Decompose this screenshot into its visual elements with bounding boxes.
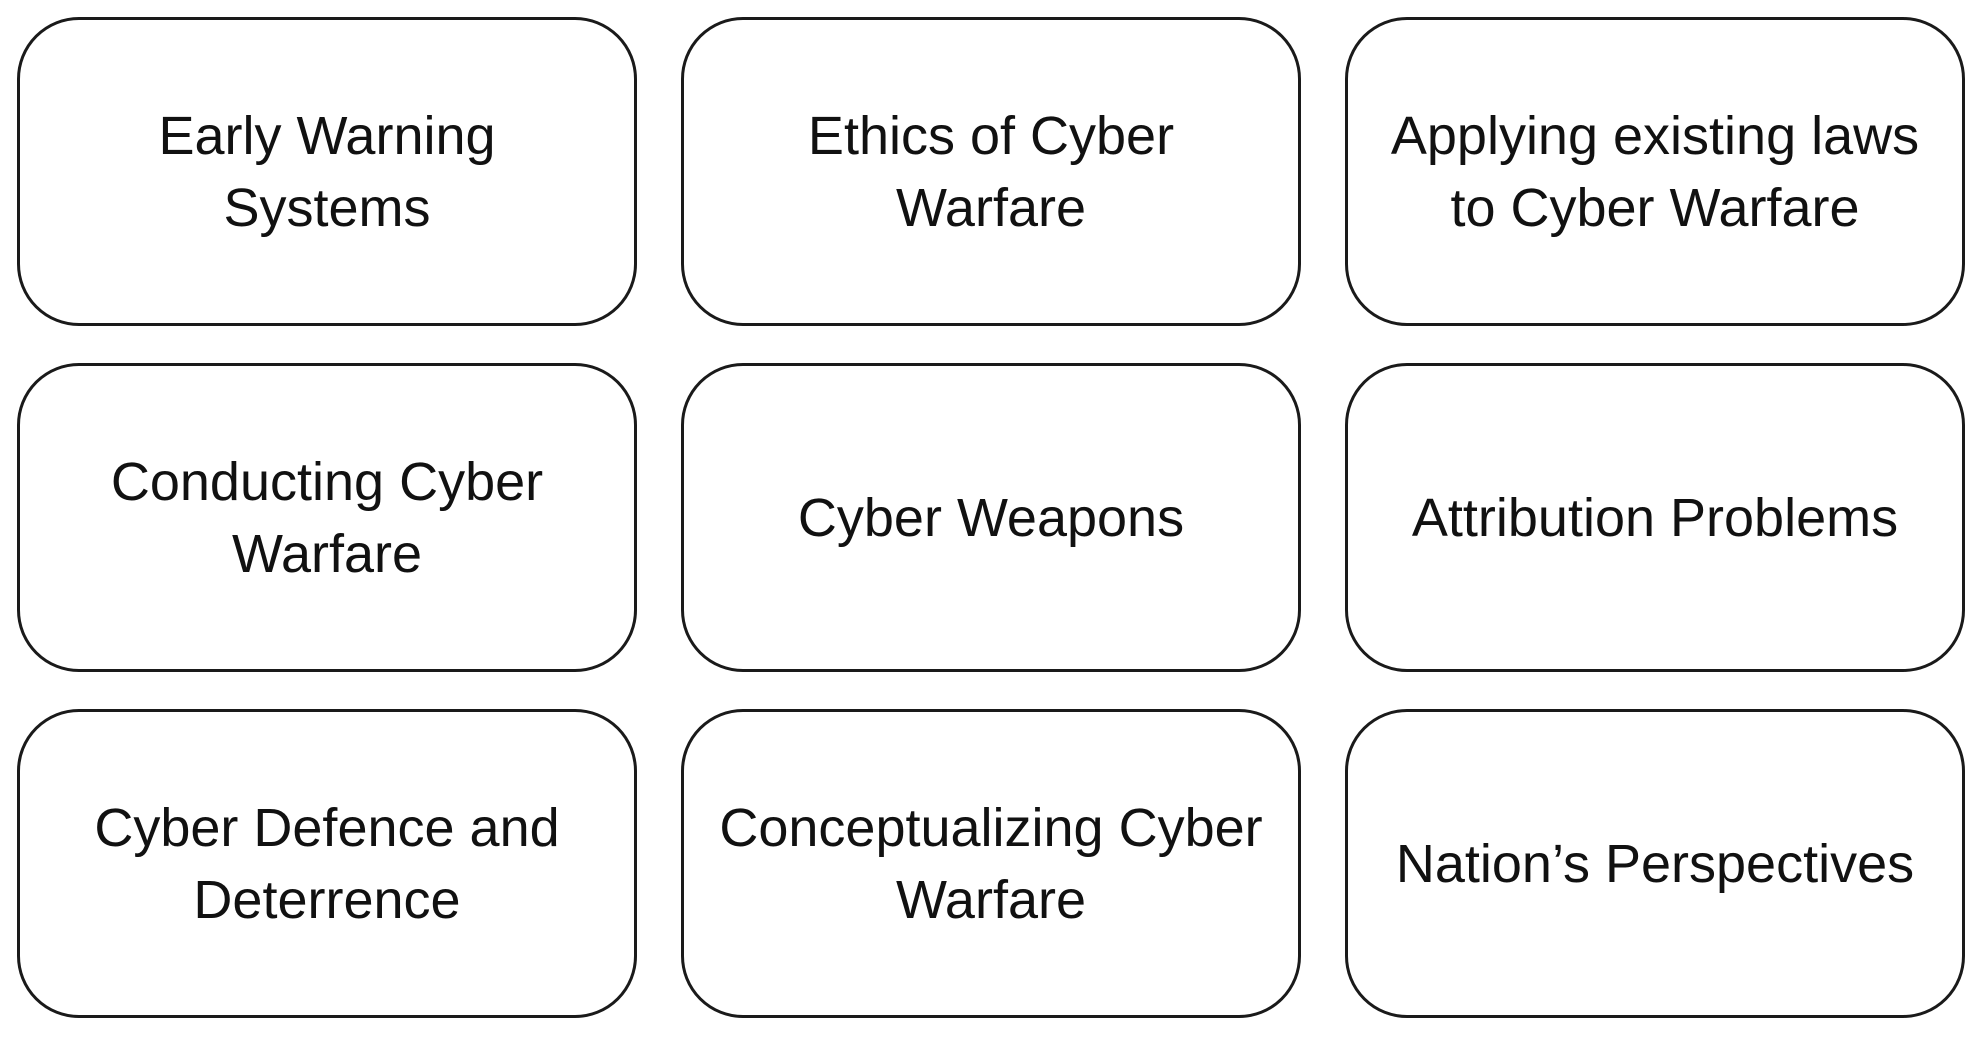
topic-label: Conceptualizing Cyber Warfare <box>719 797 1263 930</box>
topic-label: Ethics of Cyber Warfare <box>807 105 1175 238</box>
topic-label: Conducting Cyber Warfare <box>110 451 544 584</box>
topic-label: Attribution Problems <box>1411 487 1899 548</box>
topic-label: Cyber Defence and Deterrence <box>94 797 560 930</box>
topic-box-nations-perspectives: Nation’s Perspectives <box>1345 709 1965 1018</box>
topic-box-conceptualizing-cyber-warfare: Conceptualizing Cyber Warfare <box>681 709 1301 1018</box>
topic-grid: Early Warning Systems Ethics of Cyber Wa… <box>17 17 1965 1020</box>
topic-label: Early Warning Systems <box>158 105 496 238</box>
topic-box-attribution-problems: Attribution Problems <box>1345 363 1965 672</box>
topic-label: Applying existing laws to Cyber Warfare <box>1390 105 1920 238</box>
topic-label: Cyber Weapons <box>797 487 1185 548</box>
topic-box-early-warning-systems: Early Warning Systems <box>17 17 637 326</box>
topic-box-conducting-cyber-warfare: Conducting Cyber Warfare <box>17 363 637 672</box>
topic-label: Nation’s Perspectives <box>1395 833 1915 894</box>
topic-box-cyber-weapons: Cyber Weapons <box>681 363 1301 672</box>
topic-box-applying-existing-laws: Applying existing laws to Cyber Warfare <box>1345 17 1965 326</box>
topic-box-ethics-of-cyber-warfare: Ethics of Cyber Warfare <box>681 17 1301 326</box>
topic-box-cyber-defence-and-deterrence: Cyber Defence and Deterrence <box>17 709 637 1018</box>
